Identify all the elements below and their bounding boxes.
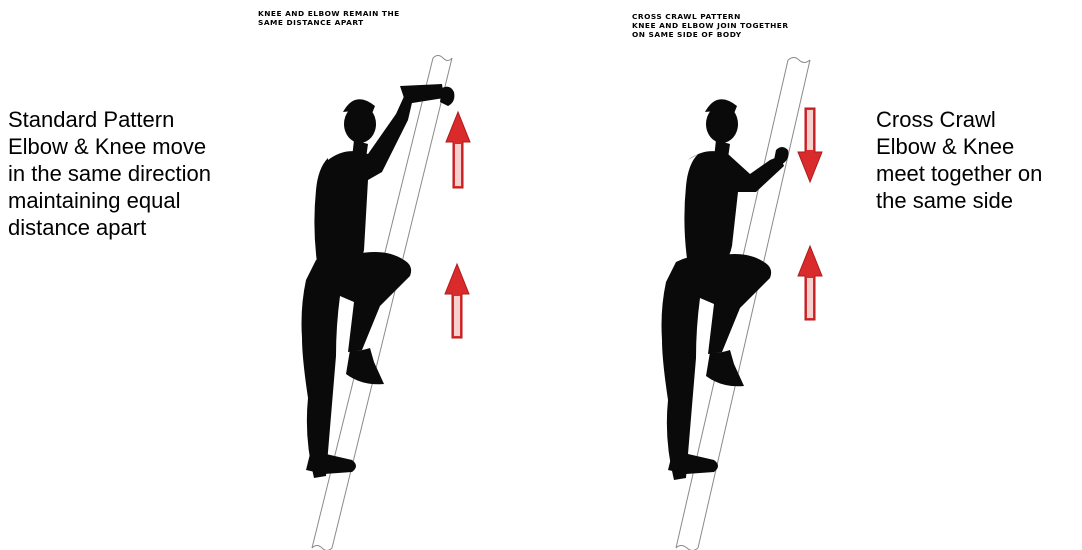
arrow-up-icon — [798, 246, 822, 320]
cross-crawl-caption: Cross Crawl Elbow & Knee meet together o… — [876, 106, 1042, 214]
caption-line: Elbow & Knee — [876, 133, 1042, 160]
caption-line: Standard Pattern — [8, 106, 211, 133]
caption-line: meet together on — [876, 160, 1042, 187]
arrow-down-icon — [798, 108, 822, 182]
caption-line: Elbow & Knee move — [8, 133, 211, 160]
caption-line: Cross Crawl — [876, 106, 1042, 133]
caption-line: the same side — [876, 187, 1042, 214]
climber-silhouette — [662, 99, 789, 480]
caption-line: distance apart — [8, 214, 211, 241]
arrow-up-icon — [445, 264, 469, 338]
standard-pattern-figure — [250, 0, 510, 550]
standard-pattern-caption: Standard Pattern Elbow & Knee move in th… — [8, 106, 211, 241]
cross-crawl-figure — [618, 0, 878, 550]
arrow-up-icon — [446, 112, 470, 188]
caption-line: maintaining equal — [8, 187, 211, 214]
caption-line: in the same direction — [8, 160, 211, 187]
